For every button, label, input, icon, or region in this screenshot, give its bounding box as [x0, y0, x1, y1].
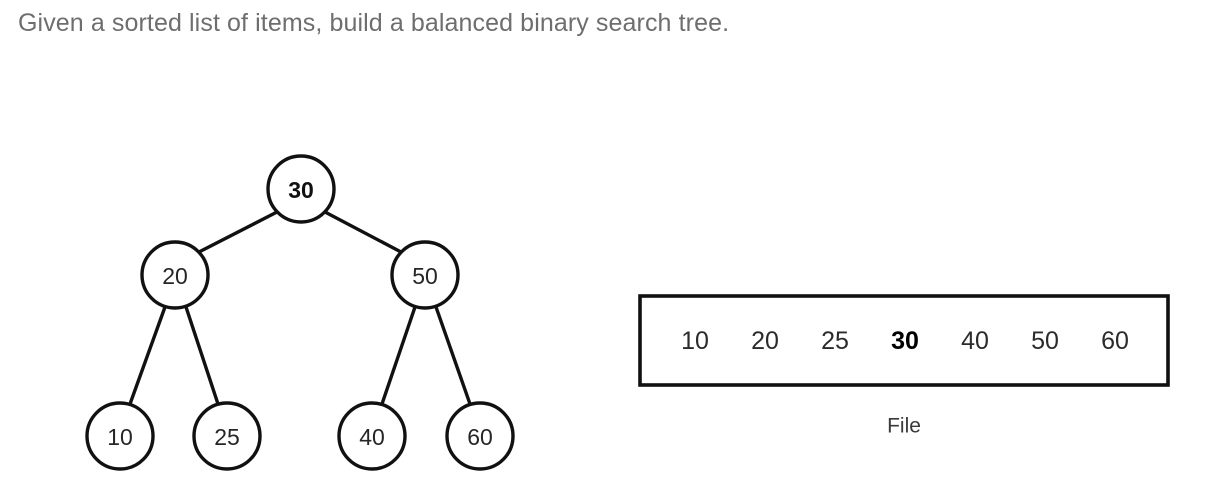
tree-node-40[interactable]: 40: [337, 401, 407, 471]
file-value-60[interactable]: 60: [1101, 327, 1129, 355]
page-title: Given a sorted list of items, build a ba…: [18, 9, 730, 37]
node-circle-25: [192, 401, 262, 471]
tree-nodes: 30 20 50 10 25 40 60: [85, 154, 515, 471]
edge-right-leaf40: [380, 305, 417, 406]
tree-node-20[interactable]: 20: [140, 240, 210, 310]
file-value-10[interactable]: 10: [681, 327, 709, 355]
file-value-40[interactable]: 40: [961, 327, 989, 355]
edge-right-leaf60: [434, 305, 472, 406]
file-value-30[interactable]: 30: [891, 327, 919, 355]
node-circle-30: [266, 154, 336, 224]
edge-root-right: [323, 210, 403, 254]
node-label-25: 25: [214, 424, 240, 450]
tree-node-10[interactable]: 10: [85, 401, 155, 471]
edge-root-left: [197, 210, 279, 254]
node-label-10: 10: [107, 424, 133, 450]
node-label-60: 60: [467, 424, 493, 450]
edge-left-leaf25: [184, 305, 220, 406]
file-box: [638, 294, 1170, 387]
file-value-20[interactable]: 20: [751, 327, 779, 355]
node-label-40: 40: [359, 424, 385, 450]
node-circle-10: [85, 401, 155, 471]
node-circle-40: [337, 401, 407, 471]
node-circle-20: [140, 240, 210, 310]
edge-left-leaf10: [128, 305, 167, 406]
file-value-25[interactable]: 25: [821, 327, 849, 355]
tree-edges: [128, 210, 472, 406]
tree-node-30[interactable]: 30: [266, 154, 336, 224]
node-label-30: 30: [288, 177, 314, 203]
node-circle-60: [445, 401, 515, 471]
node-label-20: 20: [162, 263, 188, 289]
node-label-50: 50: [412, 263, 438, 289]
tree-node-60[interactable]: 60: [445, 401, 515, 471]
tree-node-50[interactable]: 50: [390, 240, 460, 310]
file-panel-caption: File: [887, 415, 921, 438]
node-circle-50: [390, 240, 460, 310]
tree-node-25[interactable]: 25: [192, 401, 262, 471]
file-value-50[interactable]: 50: [1031, 327, 1059, 355]
